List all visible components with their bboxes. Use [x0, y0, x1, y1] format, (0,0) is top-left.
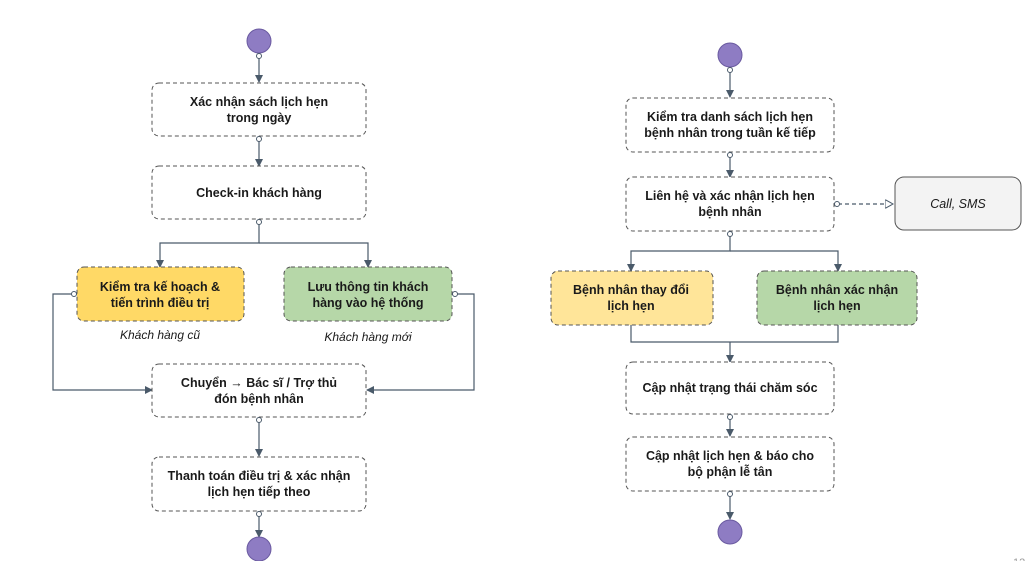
left-step2-line1: Check-in khách hàng	[196, 186, 322, 200]
left-branch-new-line2: hàng vào hệ thống	[312, 296, 423, 310]
left-step3-line1: Chuyển → Bác sĩ / Trợ thủ	[181, 376, 337, 390]
port	[727, 414, 733, 420]
right-step2-line2: bệnh nhân	[698, 205, 761, 219]
port	[256, 53, 262, 59]
port	[256, 417, 262, 423]
right-step2-box	[625, 176, 835, 232]
left-step1-line2: trong ngày	[227, 111, 292, 125]
left-branch-new-line1: Lưu thông tin khách	[308, 280, 429, 294]
right-branch-confirm-line2: lịch hẹn	[813, 299, 860, 313]
right-start-node	[717, 42, 743, 68]
right-flow: Kiểm tra danh sách lịch hẹn bệnh nhân tr…	[550, 42, 1022, 545]
right-branch-confirm-box	[756, 270, 918, 326]
right-step1-line2: bệnh nhân trong tuần kế tiếp	[644, 126, 816, 140]
left-step3-box	[151, 363, 367, 418]
channel-box	[894, 176, 1022, 231]
edge-rstep2-to-confirm	[730, 250, 842, 272]
right-step1-box	[625, 97, 835, 153]
port	[727, 491, 733, 497]
right-step2-line1: Liên hệ và xác nhận lịch hẹn	[645, 189, 815, 203]
port	[256, 136, 262, 142]
port	[452, 291, 458, 297]
left-end-node	[246, 536, 272, 561]
right-branch-change-box	[550, 270, 714, 326]
page-number: 12	[1013, 557, 1025, 561]
left-branch-old-line1: Kiểm tra kế hoạch &	[100, 280, 220, 294]
label-khach-hang-cu: Khách hàng cũ	[120, 328, 200, 342]
port	[71, 291, 77, 297]
left-step3-line2: đón bệnh nhân	[214, 392, 304, 406]
port	[834, 201, 840, 207]
left-step4-line1: Thanh toán điều trị & xác nhận	[168, 469, 351, 483]
left-branch-old-line2: tiến trình điều trị	[111, 296, 210, 310]
edge-old-to-step3	[52, 293, 153, 394]
left-step4-line2: lịch hẹn tiếp theo	[208, 485, 311, 499]
right-step4-line1: Cập nhật lịch hẹn & báo cho	[646, 449, 814, 463]
port	[727, 152, 733, 158]
left-branch-new-box	[283, 266, 453, 322]
right-step4-line2: bộ phận lễ tân	[688, 464, 773, 479]
right-end-node	[717, 519, 743, 545]
right-branch-confirm-line1: Bệnh nhân xác nhận	[776, 283, 898, 297]
port	[727, 67, 733, 73]
edge-branches-join	[630, 325, 839, 343]
right-step1-line1: Kiểm tra danh sách lịch hẹn	[647, 110, 813, 124]
edge-step2-to-old	[156, 219, 260, 268]
port	[256, 511, 262, 517]
right-step4-box	[625, 436, 835, 492]
label-khach-hang-moi: Khách hàng mới	[324, 330, 412, 344]
left-start-node	[246, 28, 272, 54]
left-flow: Xác nhận sách lịch hẹn trong ngày Check-…	[52, 28, 475, 561]
right-branch-change-line1: Bệnh nhân thay đổi	[573, 283, 689, 297]
left-branch-old-box	[76, 266, 245, 322]
right-step3-line1: Cập nhật trạng thái chăm sóc	[642, 381, 817, 395]
edge-step2-to-new	[259, 242, 372, 268]
port	[256, 219, 262, 225]
edge-new-to-step3	[366, 293, 475, 394]
left-step1-box	[151, 82, 367, 137]
channel-label: Call, SMS	[930, 197, 986, 211]
left-step4-box	[151, 456, 367, 512]
left-step1-line1: Xác nhận sách lịch hẹn	[190, 95, 328, 109]
right-branch-change-line2: lịch hẹn	[607, 299, 654, 313]
port	[727, 231, 733, 237]
edge-rstep2-to-change	[627, 231, 731, 272]
